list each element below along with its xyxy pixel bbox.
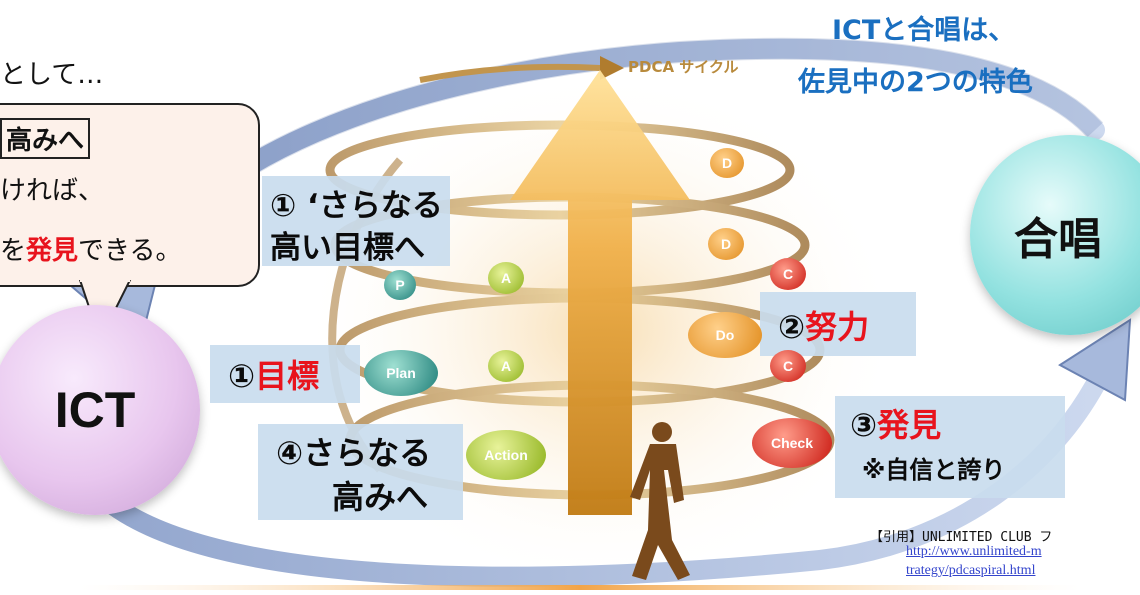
step1b-box (262, 176, 450, 266)
pill-d-top: D (710, 148, 744, 178)
step4-line1: ④さらなる (276, 434, 432, 472)
partial-heading: として… (0, 60, 104, 90)
title-line1: ICTと合唱は、 (832, 15, 1016, 46)
callout-line2: ければ、 (0, 176, 105, 206)
pdca-cycle-arrowhead (600, 56, 624, 80)
step1-number: ① (228, 357, 256, 395)
pill-c-top: C (770, 258, 806, 290)
callout-line3: を発見できる。 (0, 230, 182, 267)
callout-box (0, 103, 260, 287)
pill-a-mid: A (488, 350, 524, 382)
step1-label: ①目標 (228, 351, 319, 397)
step3-number: ③ (850, 406, 878, 444)
pill-p: P (384, 270, 416, 300)
gassho-bubble-label: 合唱 (1014, 214, 1102, 265)
walking-person-figure (630, 422, 690, 580)
callout-line3-pre: を (0, 236, 27, 266)
pill-do: Do (688, 312, 762, 358)
floor-line (80, 585, 1080, 590)
title-line2: 佐見中の2つの特色 (798, 67, 1033, 98)
pdca-cycle-label: PDCA サイクル (628, 58, 739, 76)
callout-line1: 高みへ (0, 118, 91, 159)
pill-a-top: A (488, 262, 524, 294)
pill-check: Check (752, 418, 832, 468)
citation-text: 【引用】UNLIMITED CLUB フ (870, 530, 1053, 545)
pdca-cycle-arrow (419, 63, 601, 83)
pill-c-mid: C (770, 350, 806, 382)
step3-red-text: 発見 (877, 406, 942, 444)
callout-line3-red: 発見 (26, 236, 79, 266)
ict-bubble: ICT (0, 305, 200, 515)
step1b-line2: 高い目標へ (270, 230, 425, 266)
gassho-bubble: 合唱 (970, 135, 1140, 335)
step1-red-text: 目標 (255, 357, 320, 395)
step3-box (835, 396, 1065, 498)
pill-action: Action (466, 430, 546, 480)
callout-line3-post: できる。 (78, 236, 182, 266)
pill-d-mid: D (708, 228, 744, 260)
step1-box (210, 345, 360, 403)
pill-plan: Plan (364, 350, 438, 396)
step1b-line1: ① ‘さらなる (270, 188, 443, 224)
callout-line1-text: 高みへ (6, 126, 85, 156)
step2-red-text: 努力 (805, 308, 870, 346)
step2-label: ②努力 (778, 302, 869, 348)
citation-link-2[interactable]: trategy/pdcaspiral.html (906, 563, 1036, 578)
step3-sub: ※自信と誇り (862, 456, 1006, 484)
bottom-arc-arrowhead (1058, 318, 1132, 402)
step3-label: ③発見 (850, 400, 941, 446)
upward-growth-arrow (510, 70, 690, 515)
step4-box (258, 424, 463, 520)
step2-box (760, 292, 916, 356)
step2-number: ② (778, 308, 806, 346)
citation-link-1[interactable]: http://www.unlimited-m (906, 544, 1042, 559)
step4-line2: 高みへ (332, 478, 429, 516)
ict-bubble-label: ICT (54, 382, 136, 438)
